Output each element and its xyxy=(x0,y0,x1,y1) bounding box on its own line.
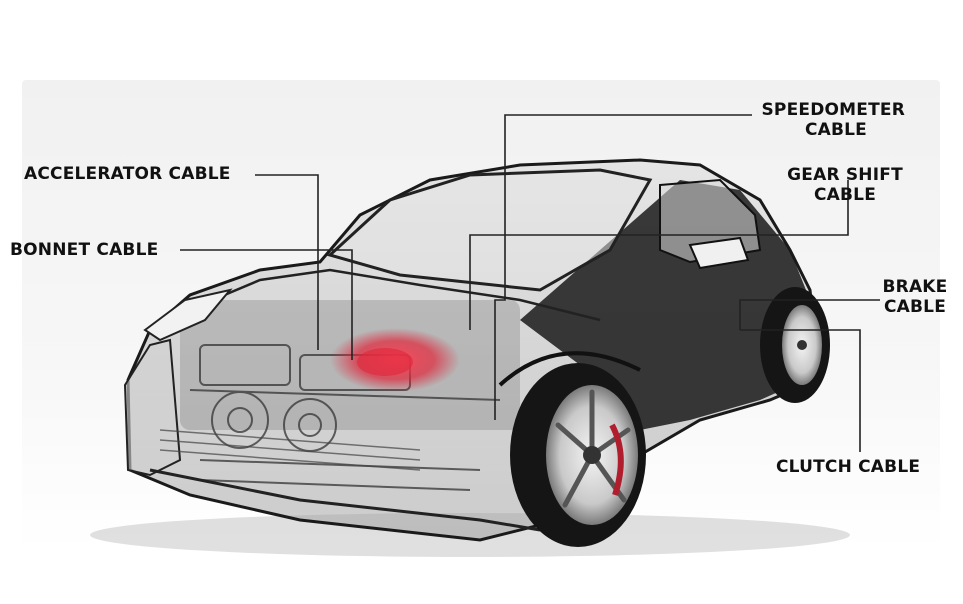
label-speedometer-cable: SPEEDOMETER CABLE xyxy=(745,100,905,140)
engine-highlight-core xyxy=(357,348,413,376)
side-mirror xyxy=(688,236,750,270)
label-brake-cable: BRAKE CABLE xyxy=(872,277,958,317)
label-gear-shift-line1: GEAR SHIFT xyxy=(787,165,903,185)
front-wheel xyxy=(510,363,646,547)
engine-parts xyxy=(189,344,501,491)
label-gear-shift-line2: CABLE xyxy=(813,185,877,205)
front-bumper xyxy=(123,338,182,477)
label-speedometer-line2: CABLE xyxy=(804,120,867,140)
clutch-leader xyxy=(740,329,861,452)
label-gear-shift-cable: GEAR SHIFT CABLE xyxy=(780,165,910,205)
label-clutch-cable: CLUTCH CABLE xyxy=(776,457,921,477)
hood-line xyxy=(164,268,601,322)
speedometer-leader xyxy=(494,114,752,420)
bonnet-leader xyxy=(180,249,353,360)
leader-lines xyxy=(180,114,880,452)
label-brake-line1: BRAKE xyxy=(882,277,948,297)
lower-grille xyxy=(149,468,541,532)
grille-slats xyxy=(159,429,421,471)
brake-leader xyxy=(739,299,880,330)
label-brake-line2: CABLE xyxy=(883,297,947,317)
label-accelerator-cable: ACCELERATOR CABLE xyxy=(24,164,231,184)
rear-wheel xyxy=(760,287,830,403)
label-speedometer-line1: SPEEDOMETER xyxy=(761,100,905,120)
windshield xyxy=(327,168,653,292)
headlight xyxy=(143,288,233,342)
label-bonnet-cable: BONNET CABLE xyxy=(10,240,159,260)
accelerator-leader xyxy=(255,174,319,350)
front-wheel-arch xyxy=(498,351,641,387)
gear-shift-leader xyxy=(469,180,849,330)
